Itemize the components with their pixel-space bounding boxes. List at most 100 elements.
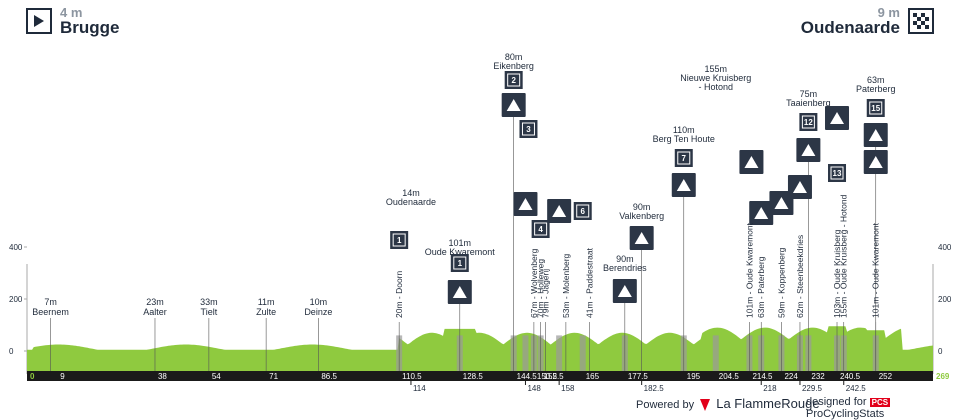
town-elevation: 33m xyxy=(200,297,218,307)
km-label: 240.5 xyxy=(840,372,861,381)
mountain-icon-glyph xyxy=(744,156,759,168)
climb-badge-number: 12 xyxy=(804,118,813,127)
start-city: Brugge xyxy=(60,18,120,37)
town-name: Zulte xyxy=(256,307,276,317)
flamme-rouge-icon xyxy=(700,399,711,412)
km-label: 165 xyxy=(586,372,600,381)
climb-vertical-label: 101m - Oude Kwaremont xyxy=(871,222,881,318)
town-elevation: 10m xyxy=(310,297,328,307)
mountain-icon-glyph xyxy=(634,232,649,244)
mountain-icon-glyph xyxy=(452,286,467,298)
km-label: 177.5 xyxy=(628,372,649,381)
start-elevation: 4 m xyxy=(60,5,83,20)
y-axis-label-right: 0 xyxy=(938,347,943,356)
climb-badge-number: 4 xyxy=(538,225,543,234)
town-name: Beernem xyxy=(32,307,69,317)
climb-badge-frame xyxy=(830,166,844,180)
climb-title: 110m xyxy=(673,125,695,135)
town-elevation: 23m xyxy=(146,297,164,307)
climb-badge-frame xyxy=(677,151,691,165)
designed-label: designed for xyxy=(806,396,867,408)
climb-vertical-label: 53m - Molenberg xyxy=(561,253,571,318)
mountain-icon-glyph xyxy=(792,181,807,193)
climb-vertical-label: 59m - Koppenberg xyxy=(776,247,786,318)
km-label: 269 xyxy=(936,372,950,381)
km-label: 204.5 xyxy=(719,372,740,381)
climb-title: Valkenberg xyxy=(619,211,664,221)
climb-badge xyxy=(674,149,693,167)
km-label: 195 xyxy=(687,372,701,381)
climb-badge-frame xyxy=(801,115,815,129)
climb-vertical-label: 103m - Oude Kruisberg xyxy=(832,229,842,318)
distance-bar xyxy=(27,371,933,381)
km-label: 150.5 xyxy=(537,372,558,381)
climb-badge-number: 13 xyxy=(833,169,842,178)
km-label: 224 xyxy=(784,372,798,381)
climb-badge xyxy=(450,254,469,272)
km-label: 214.5 xyxy=(752,372,773,381)
finish-elevation: 9 m xyxy=(877,5,900,20)
mountain-icon-glyph xyxy=(830,112,845,124)
climb-badge-number: 15 xyxy=(871,104,880,113)
climb-title: 14m xyxy=(402,188,420,198)
km-label: 242.5 xyxy=(846,384,867,393)
climb-title: Oudenaarde xyxy=(386,197,436,207)
town-name: Deinze xyxy=(304,307,332,317)
climb-title: 63m xyxy=(867,75,885,85)
mountain-icon-glyph xyxy=(676,179,691,191)
climb-title: 80m xyxy=(505,52,523,62)
climb-badge-number: 1 xyxy=(397,236,402,245)
climb-title: Berg Ten Houte xyxy=(653,134,715,144)
climb-vertical-label: 70m - Holleweg xyxy=(536,259,546,318)
km-label: 158 xyxy=(561,384,575,393)
climb-strip xyxy=(522,335,529,373)
climb-title: Paterberg xyxy=(856,84,896,94)
climb-vertical-label: 79m - Jagerij xyxy=(541,269,551,318)
km-label: 252 xyxy=(879,372,893,381)
y-axis-label-right: 200 xyxy=(938,295,952,304)
km-label: 232 xyxy=(811,372,825,381)
town-elevation: 7m xyxy=(44,297,57,307)
climb-badge xyxy=(531,220,550,238)
pcs-logo: PCS xyxy=(869,398,891,407)
mountain-icon-glyph xyxy=(552,205,567,217)
km-label: 9 xyxy=(60,372,65,381)
climb-vertical-label: 155m - Oude Kruisberg - Hotond xyxy=(839,194,849,318)
km-label: 114 xyxy=(413,384,426,393)
km-label: 148 xyxy=(527,384,541,393)
climb-badge xyxy=(519,120,538,138)
km-label: 229.5 xyxy=(802,384,823,393)
climb-badge-number: 3 xyxy=(526,125,531,134)
climb-vertical-label: 20m - Doorn xyxy=(394,270,404,318)
km-label: 182.5 xyxy=(644,384,665,393)
powered-label: Powered by xyxy=(636,399,695,411)
town-name: Aalter xyxy=(143,307,167,317)
climb-badge-number: 6 xyxy=(580,207,585,216)
climb-title: Oude Kwaremont xyxy=(425,247,496,257)
climb-title: 75m xyxy=(800,89,818,99)
climb-vertical-label: 67m - Wolvenberg xyxy=(529,248,539,318)
footer-powered: Powered by La FlammeRouge xyxy=(636,396,820,412)
climb-strip xyxy=(556,335,563,373)
mountain-icon-glyph xyxy=(868,156,883,168)
mountain-icon-glyph xyxy=(801,144,816,156)
mountain-icon-glyph xyxy=(754,207,769,219)
y-axis-label-left: 0 xyxy=(9,347,14,356)
climb-badge-frame xyxy=(453,256,467,270)
mountain-icon-glyph xyxy=(518,198,533,210)
climb-title: 101m xyxy=(449,238,472,248)
climb-strip xyxy=(579,335,586,373)
finish-header: 9 m Oudenaarde xyxy=(801,5,934,38)
site-label: ProCyclingStats xyxy=(806,408,885,420)
climb-title: Eikenberg xyxy=(493,61,534,71)
mountain-icon-glyph xyxy=(868,129,883,141)
town-name: Tielt xyxy=(201,307,218,317)
climb-title: 155m xyxy=(705,64,728,74)
mountain-icon-glyph xyxy=(506,99,521,111)
climb-title: Berendries xyxy=(603,263,647,273)
climb-vertical-label: 41m - Paddestraat xyxy=(584,247,594,318)
km-label: 110.5 xyxy=(402,372,422,381)
y-axis-label-left: 400 xyxy=(9,243,23,252)
terrain-profile xyxy=(27,326,933,373)
climb-vertical-label: 101m - Oude Kwaremont xyxy=(744,222,754,318)
